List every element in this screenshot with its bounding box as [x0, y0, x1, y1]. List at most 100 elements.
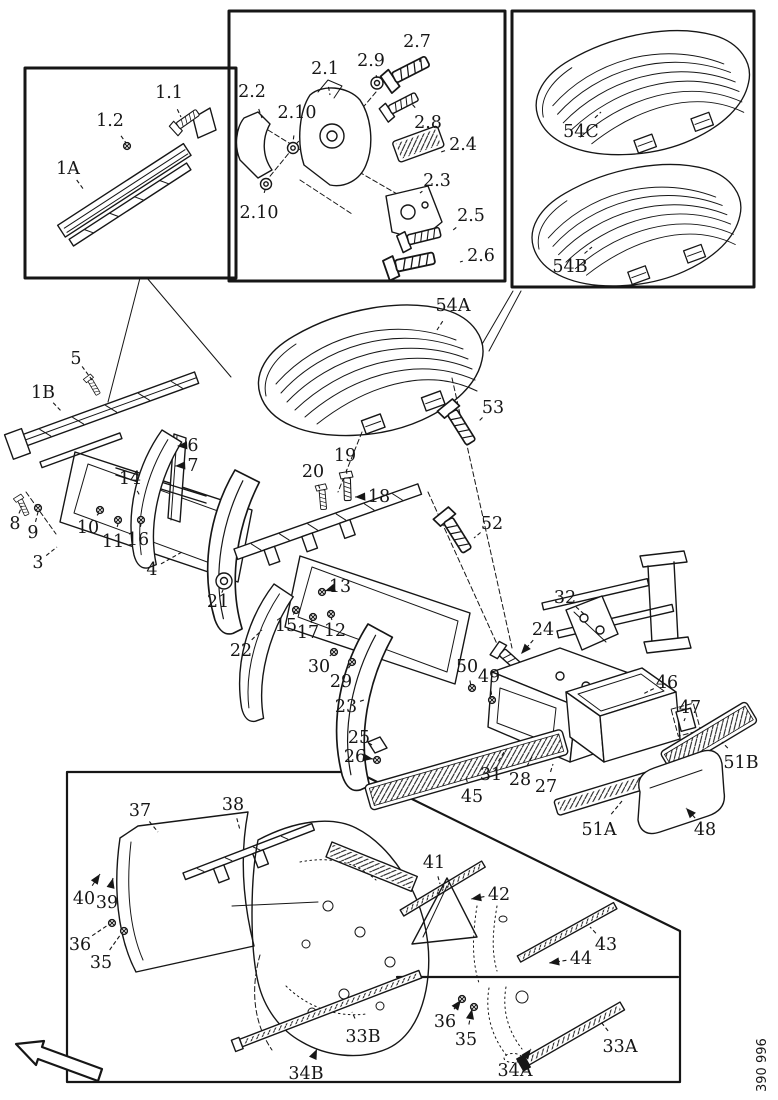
callout-31: 31	[480, 765, 502, 785]
part-33B-sill-strip	[230, 969, 423, 1053]
callout-33A: 33A	[603, 1037, 638, 1057]
callout-1B: 1B	[31, 383, 55, 403]
callout-1.2: 1.2	[96, 111, 124, 131]
callout-19: 19	[334, 446, 356, 466]
leader-line	[436, 320, 444, 331]
leader-line	[160, 551, 183, 565]
leader-line	[34, 511, 39, 523]
callout-2.2: 2.2	[238, 82, 266, 102]
leader-line	[498, 751, 505, 762]
callout-12: 12	[324, 621, 346, 641]
callout-2.4: 2.4	[449, 135, 477, 155]
callout-7: 7	[187, 456, 198, 476]
callout-27: 27	[535, 777, 557, 797]
callout-46: 46	[656, 673, 678, 693]
leader-line	[76, 179, 85, 191]
callout-21: 21	[207, 592, 229, 612]
callout-1.1: 1.1	[155, 83, 183, 103]
leader-line	[148, 821, 159, 833]
callout-41: 41	[423, 853, 445, 873]
leader-arrowhead	[451, 1000, 461, 1011]
leader-line	[683, 717, 686, 722]
callout-15: 15	[275, 616, 297, 636]
leader-line	[330, 616, 333, 621]
leader-arrowhead	[309, 1049, 317, 1060]
callout-14: 14	[119, 469, 141, 489]
leader-line	[589, 926, 597, 934]
callout-30: 30	[308, 657, 330, 677]
callout-54A: 54A	[436, 296, 471, 316]
callout-24: 24	[532, 620, 554, 640]
callout-34B: 34B	[288, 1064, 323, 1084]
part-42-bracket	[411, 877, 508, 984]
leader-line	[96, 512, 100, 516]
leader-line	[251, 629, 263, 641]
leader-arrowhead	[521, 643, 531, 654]
leader-line	[526, 754, 534, 767]
callout-36: 36	[434, 1012, 456, 1032]
part-51B-grille	[660, 701, 758, 773]
leader-line	[610, 800, 623, 815]
part-32-bracket-and-frame	[541, 550, 692, 654]
inset-box-54	[510, 9, 756, 289]
part-37-panel	[116, 811, 255, 973]
callout-51B: 51B	[723, 753, 758, 773]
leader-line	[263, 189, 266, 194]
leader-line	[348, 663, 352, 669]
drawing-number: 390 996	[755, 1038, 770, 1092]
leader-line	[258, 108, 263, 119]
leader-arrowhead	[325, 583, 336, 592]
callout-11: 11	[102, 532, 124, 552]
callout-43: 43	[595, 935, 617, 955]
part-cab-rear-frame-left	[12, 373, 268, 637]
callout-16: 16	[127, 530, 149, 550]
callout-4: 4	[146, 560, 157, 580]
part-46-step-box	[565, 667, 681, 763]
leader-arrowhead	[686, 808, 696, 819]
callout-32: 32	[554, 588, 576, 608]
leader-line	[473, 532, 481, 539]
callout-34A: 34A	[498, 1061, 533, 1081]
callout-3: 3	[32, 553, 43, 573]
part-43-strip	[516, 901, 618, 963]
callout-45: 45	[461, 787, 483, 807]
callout-2.1: 2.1	[311, 59, 339, 79]
part-1B-rail	[3, 371, 200, 469]
assembly-axis-lines	[25, 377, 513, 656]
leader-line	[292, 135, 295, 143]
direction-arrow-icon	[14, 1039, 104, 1083]
callout-9: 9	[27, 523, 38, 543]
callout-48: 48	[694, 820, 716, 840]
leader-line	[469, 680, 472, 687]
leader-line	[292, 611, 296, 615]
part-1A-latch-rail	[56, 106, 217, 247]
leader-line	[52, 402, 63, 413]
leader-line	[310, 619, 313, 623]
part-38-rail	[182, 822, 319, 907]
leader-line	[594, 111, 602, 119]
leader-line	[375, 75, 378, 79]
leader-line	[575, 606, 585, 615]
leader-line	[45, 546, 58, 557]
leader-arrowhead	[177, 441, 188, 450]
callout-18: 18	[368, 487, 390, 507]
part-47-bracket	[670, 702, 702, 737]
leader-arrowhead	[175, 461, 186, 470]
callout-2.3: 2.3	[423, 171, 451, 191]
leader-line	[584, 246, 593, 254]
part-51A-grille	[553, 768, 662, 816]
leader-line	[459, 260, 463, 263]
callout-39: 39	[96, 893, 118, 913]
callout-20: 20	[302, 462, 324, 482]
callout-44: 44	[570, 949, 592, 969]
leader-line	[440, 150, 446, 153]
callout-2.10: 2.10	[278, 103, 317, 123]
callout-40: 40	[73, 889, 95, 909]
callout-42: 42	[488, 885, 510, 905]
leader-line	[351, 1011, 356, 1019]
leader-line	[176, 109, 182, 118]
callout-50: 50	[456, 657, 478, 677]
callout-33B: 33B	[345, 1027, 380, 1047]
leader-arrowhead	[355, 492, 366, 501]
leader-line	[465, 777, 468, 783]
